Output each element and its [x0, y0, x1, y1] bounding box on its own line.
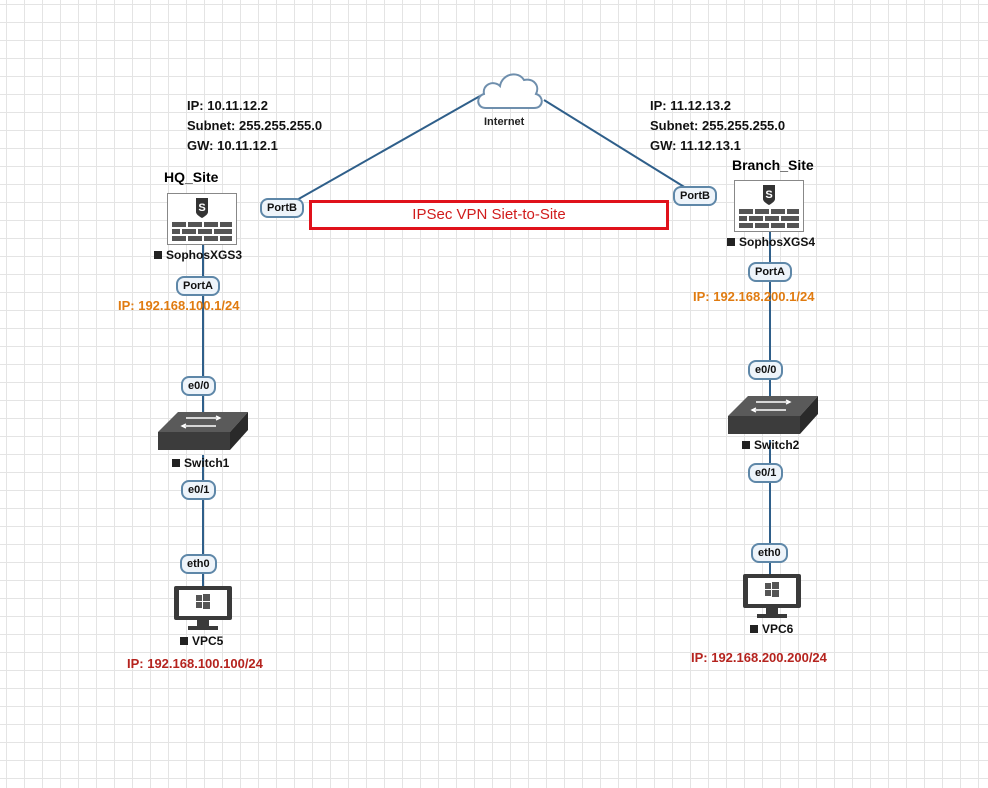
hq-wan-info: IP: 10.11.12.2 Subnet: 255.255.255.0 GW:…: [187, 96, 322, 156]
branch-wan-gateway: GW: 11.12.13.1: [650, 138, 741, 153]
branch-pc-label: VPC6: [750, 622, 793, 636]
branch-switch[interactable]: [726, 392, 820, 438]
hq-switch-port-up[interactable]: e0/0: [181, 376, 217, 396]
branch-lan-ip: IP: 192.168.200.1/24: [693, 289, 815, 304]
branch-wan-ip: IP: 11.12.13.2: [650, 98, 731, 113]
hq-firewall-label: SophosXGS3: [154, 248, 242, 262]
branch-switch-name: Switch2: [754, 438, 800, 452]
switch-icon: [728, 396, 818, 434]
hq-switch-port-down[interactable]: e0/1: [181, 480, 217, 500]
device-status-square: [742, 441, 750, 449]
branch-wan-info: IP: 11.12.13.2 Subnet: 255.255.255.0 GW:…: [650, 96, 785, 156]
cloud-icon: [477, 73, 543, 109]
branch-site-label: Branch_Site: [732, 157, 814, 173]
hq-pc[interactable]: [172, 584, 234, 632]
branch-firewall[interactable]: S: [734, 180, 804, 232]
branch-pc-ip: IP: 192.168.200.200/24: [691, 650, 827, 665]
hq-switch[interactable]: [156, 408, 250, 454]
hq-pc-port[interactable]: eth0: [180, 554, 217, 574]
internet-label: Internet: [484, 116, 525, 128]
branch-pc[interactable]: [741, 572, 803, 620]
device-status-square: [727, 238, 735, 246]
branch-pc-port[interactable]: eth0: [751, 543, 788, 563]
pc-monitor-icon: [743, 574, 801, 618]
firewall-icon: S: [739, 185, 799, 228]
switch-icon: [158, 412, 248, 450]
hq-port-wan[interactable]: PortB: [260, 198, 304, 218]
hq-wan-gateway: GW: 10.11.12.1: [187, 138, 278, 153]
firewall-icon: S: [172, 198, 232, 241]
device-status-square: [180, 637, 188, 645]
branch-switch-label: Switch2: [742, 438, 799, 452]
internet-cloud[interactable]: [474, 68, 546, 114]
branch-switch-port-up[interactable]: e0/0: [748, 360, 784, 380]
hq-site-label: HQ_Site: [164, 169, 219, 185]
link-hq-internet: [287, 95, 481, 206]
vpn-tunnel-label: IPSec VPN Siet-to-Site: [309, 200, 669, 230]
link-branch-internet: [543, 99, 695, 194]
hq-pc-name: VPC5: [192, 634, 224, 648]
branch-firewall-name: SophosXGS4: [739, 235, 816, 249]
branch-wan-subnet: Subnet: 255.255.255.0: [650, 118, 786, 133]
device-status-square: [172, 459, 180, 467]
hq-switch-name: Switch1: [184, 456, 230, 470]
hq-wan-subnet: Subnet: 255.255.255.0: [187, 118, 323, 133]
svg-text:S: S: [765, 189, 772, 201]
hq-pc-ip: IP: 192.168.100.100/24: [127, 656, 263, 671]
hq-firewall[interactable]: S: [167, 193, 237, 245]
branch-firewall-label: SophosXGS4: [727, 235, 815, 249]
hq-firewall-name: SophosXGS3: [166, 248, 243, 262]
svg-text:S: S: [198, 202, 205, 214]
pc-monitor-icon: [174, 586, 232, 630]
hq-switch-label: Switch1: [172, 456, 229, 470]
branch-port-lan[interactable]: PortA: [748, 262, 792, 282]
device-status-square: [154, 251, 162, 259]
device-status-square: [750, 625, 758, 633]
hq-port-lan[interactable]: PortA: [176, 276, 220, 296]
hq-lan-ip: IP: 192.168.100.1/24: [118, 298, 240, 313]
hq-pc-label: VPC5: [180, 634, 223, 648]
branch-pc-name: VPC6: [762, 622, 794, 636]
hq-wan-ip: IP: 10.11.12.2: [187, 98, 268, 113]
branch-switch-port-down[interactable]: e0/1: [748, 463, 784, 483]
branch-port-wan[interactable]: PortB: [673, 186, 717, 206]
